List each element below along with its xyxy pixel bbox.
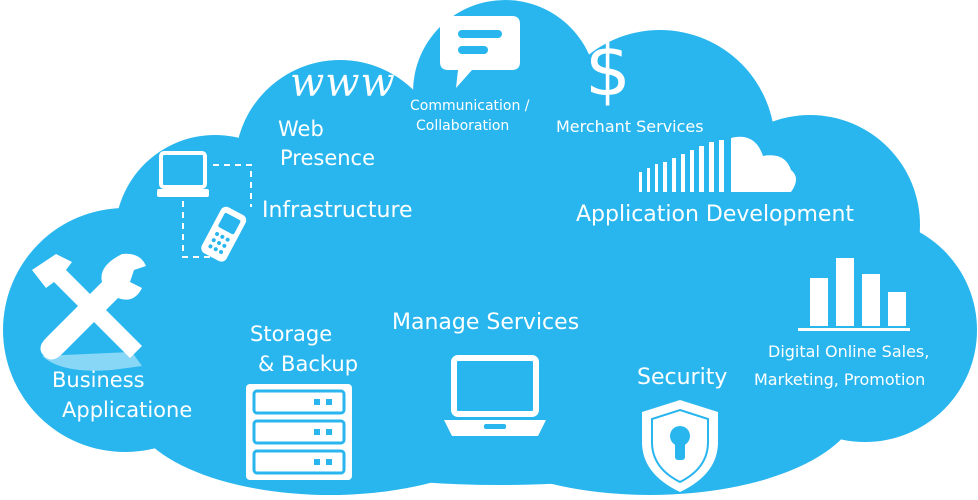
soundwave-cloud-icon	[639, 136, 796, 192]
dollar-icon: $	[585, 28, 631, 112]
laptop-icon	[444, 355, 546, 436]
infrastructure-label: Infrastructure	[262, 198, 413, 223]
manage-services-label: Manage Services	[392, 310, 580, 335]
communication-label-line2: Collaboration	[416, 118, 510, 134]
application-development-label: Application Development	[576, 202, 855, 227]
security-label: Security	[637, 365, 728, 390]
shield-lock-icon	[642, 400, 718, 492]
storage-label-line1: Storage	[250, 322, 333, 346]
digital-label-line2: Marketing, Promotion	[754, 370, 926, 389]
web-presence-label-line2: Presence	[280, 146, 376, 170]
business-label-line1: Business	[52, 368, 145, 392]
tools-icon	[32, 253, 146, 371]
server-icon	[246, 384, 352, 480]
laptop-phone-icon	[157, 151, 252, 262]
web-presence-label-line1: Web	[278, 117, 324, 141]
communication-label-line1: Communication /	[410, 98, 530, 114]
bar-chart-icon	[798, 258, 910, 331]
digital-label-line1: Digital Online Sales,	[768, 342, 930, 361]
www-text-icon: www	[290, 60, 396, 106]
storage-label-line2: & Backup	[258, 352, 359, 376]
chat-bubble-icon	[440, 16, 520, 88]
merchant-services-label: Merchant Services	[556, 117, 704, 136]
business-label-line2: Applicatione	[62, 398, 193, 422]
